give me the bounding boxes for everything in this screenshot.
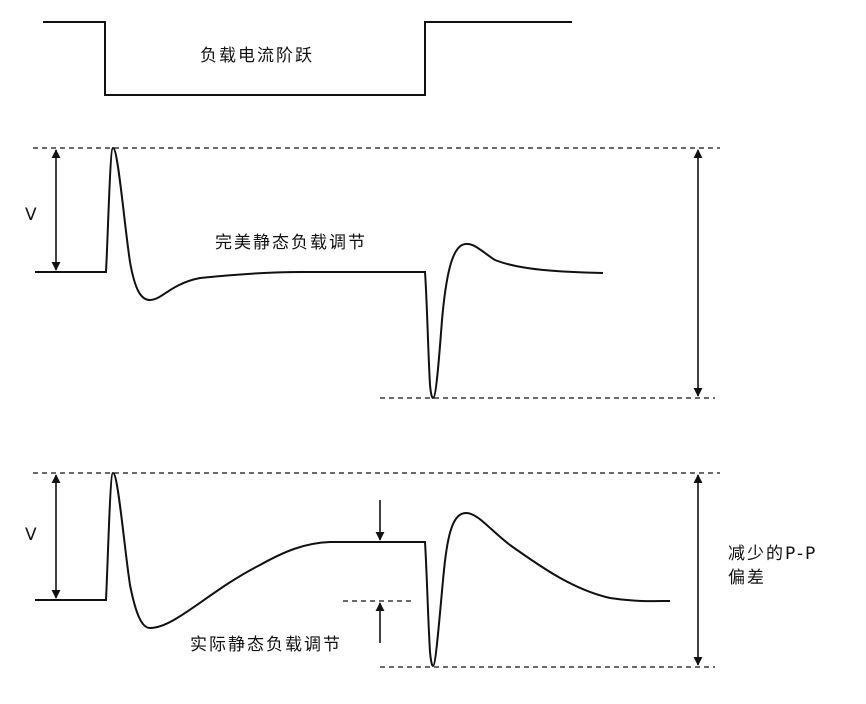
reduced-pp-line2: 偏差 — [728, 568, 766, 588]
bottom-v-label: V — [25, 525, 37, 545]
actual-regulation-waveform — [35, 471, 671, 668]
load-step-waveform — [43, 21, 572, 96]
reduced-pp-deviation-label: 减少的P-P 偏差 — [728, 542, 817, 590]
perfect-regulation-label: 完美静态负载调节 — [215, 233, 367, 253]
top-v-label: V — [25, 205, 37, 225]
perfect-regulation-waveform — [35, 146, 604, 400]
actual-regulation-label: 实际静态负载调节 — [190, 635, 342, 655]
load-step-label: 负载电流阶跃 — [200, 46, 314, 66]
reduced-pp-line1: 减少的P-P — [728, 544, 818, 564]
